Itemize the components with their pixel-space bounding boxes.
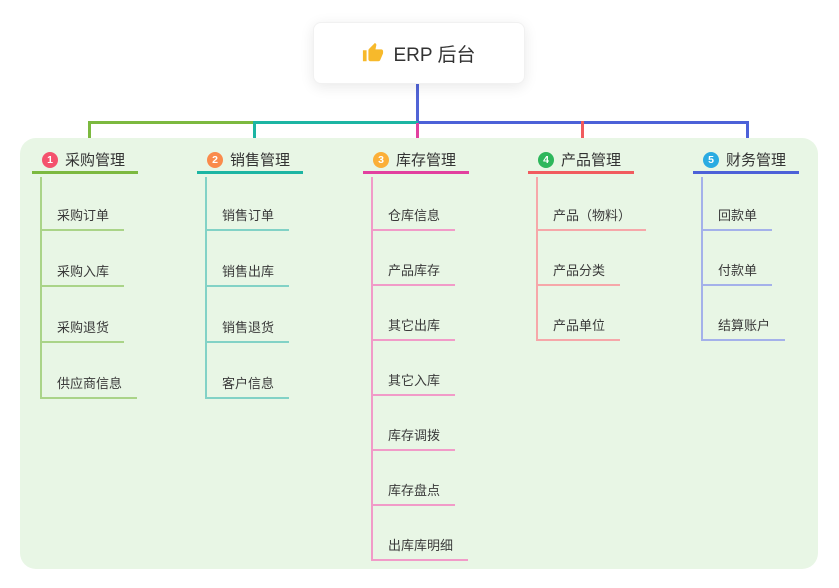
root-connector-line [416,82,419,121]
leaf-node[interactable]: 采购订单 [40,203,125,231]
drop-line-sales [253,121,256,147]
leaf-node[interactable]: 产品分类 [536,258,621,286]
leaf-node[interactable]: 采购入库 [40,259,125,287]
branch-badge: 5 [703,151,719,168]
thumbs-up-icon [363,42,384,62]
branch-node-finance[interactable]: 5 财务管理 [693,148,799,174]
leaf-node[interactable]: 出库库明细 [371,533,469,561]
drop-line-purchase [88,121,91,147]
leaf-node[interactable]: 采购退货 [40,315,125,343]
branch-title: 销售管理 [230,152,291,169]
leaf-node[interactable]: 其它出库 [371,313,456,341]
leaf-node[interactable]: 产品（物料） [536,203,647,231]
leaf-node[interactable]: 回款单 [701,203,773,231]
child-rail-purchase [40,177,42,399]
child-rail-inventory [371,177,373,561]
leaf-node[interactable]: 供应商信息 [40,371,138,399]
branch-title: 产品管理 [561,152,622,169]
branch-title: 财务管理 [726,152,787,169]
leaf-node[interactable]: 销售订单 [205,203,290,231]
root-node-title: ERP 后台 [393,44,476,66]
child-rail-sales [205,177,207,399]
leaf-node[interactable]: 仓库信息 [371,203,456,231]
branch-title: 采购管理 [65,152,126,169]
leaf-node[interactable]: 客户信息 [205,371,290,399]
leaf-node[interactable]: 付款单 [701,258,773,286]
leaf-node[interactable]: 销售出库 [205,259,290,287]
leaf-node[interactable]: 产品库存 [371,258,456,286]
child-rail-product [536,177,538,341]
leaf-node[interactable]: 销售退货 [205,315,290,343]
leaf-node[interactable]: 产品单位 [536,313,621,341]
leaf-node[interactable]: 库存调拨 [371,423,456,451]
branch-node-inventory[interactable]: 3 库存管理 [363,148,469,174]
branch-node-sales[interactable]: 2 销售管理 [197,148,303,174]
branches-panel [20,138,818,569]
child-rail-finance [701,177,703,341]
branch-badge: 2 [207,151,223,168]
branch-node-purchase[interactable]: 1 采购管理 [32,148,138,174]
drop-line-finance [746,121,749,147]
leaf-node[interactable]: 结算账户 [701,313,786,341]
bus-segment-purchase [88,121,256,124]
branch-title: 库存管理 [396,152,457,169]
bus-segment-sales [253,121,418,124]
branch-badge: 1 [42,151,58,168]
leaf-node[interactable]: 其它入库 [371,368,456,396]
drop-line-inventory [416,123,419,147]
branch-badge: 3 [373,151,389,168]
leaf-node[interactable]: 库存盘点 [371,478,456,506]
branch-badge: 4 [538,151,554,168]
branch-node-product[interactable]: 4 产品管理 [528,148,634,174]
root-node-erp[interactable]: ERP 后台 [313,22,525,84]
drop-line-product [581,121,584,147]
